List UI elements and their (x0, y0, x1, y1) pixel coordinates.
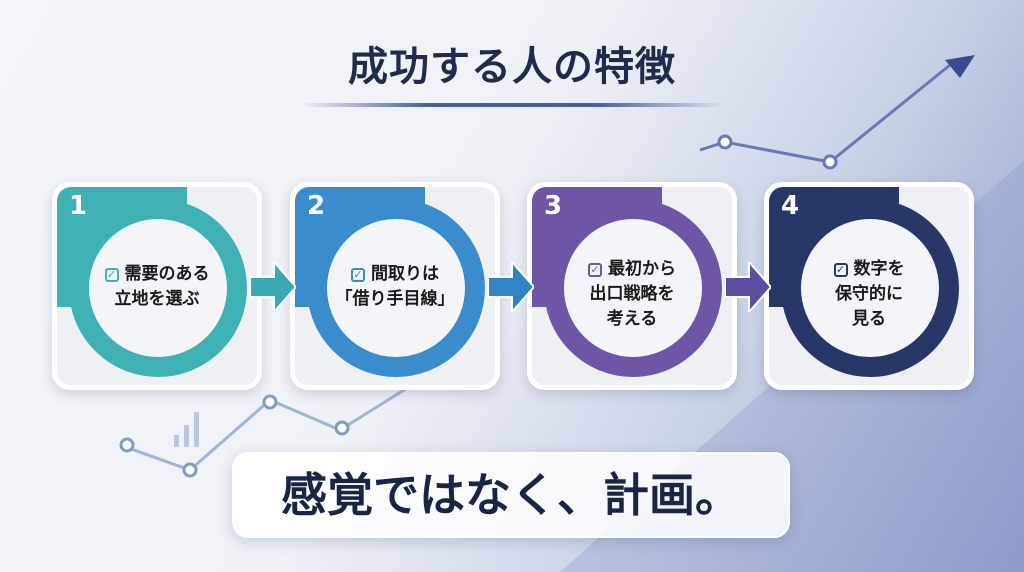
step-text-line: 考える (606, 309, 658, 329)
step-number: 2 (307, 191, 326, 221)
step-number: 4 (781, 191, 800, 221)
step-card-4: 4 ✓ 数字を保守的に見る (764, 182, 974, 390)
checkbox-icon: ✓ (833, 263, 848, 277)
title-underline (300, 103, 725, 107)
step-text-line: 出口戦略を (589, 284, 675, 304)
arrow-right-icon (725, 262, 771, 312)
step-text-line: 数字を (853, 259, 905, 279)
step-text-line: 需要のある (124, 264, 210, 284)
step-text-line: 保守的に (835, 284, 903, 304)
step-card-3: 3 ✓ 最初から出口戦略を考える (527, 182, 737, 390)
tagline-banner: 感覚ではなく、計画。 (232, 452, 790, 538)
step-text-line: 「借り手目線」 (335, 289, 455, 309)
checkbox-icon: ✓ (588, 263, 602, 277)
step-number: 3 (544, 191, 563, 221)
step-text-line: 最初から (608, 259, 676, 279)
arrow-right-icon (488, 262, 534, 312)
checkbox-icon: ✓ (104, 268, 119, 282)
step-text-line: 間取りは (371, 264, 439, 284)
page-title: 成功する人の特徴 (348, 44, 676, 90)
arrow-right-icon (250, 262, 296, 312)
step-card-2: 2 ✓ 間取りは「借り手目線」 (290, 182, 500, 390)
step-card-1: 1 ✓ 需要のある立地を選ぶ (52, 182, 262, 390)
step-text-line: 見る (852, 309, 886, 329)
step-text-line: 立地を選ぶ (114, 289, 200, 309)
checkbox-icon: ✓ (351, 268, 365, 282)
step-number: 1 (69, 191, 88, 221)
